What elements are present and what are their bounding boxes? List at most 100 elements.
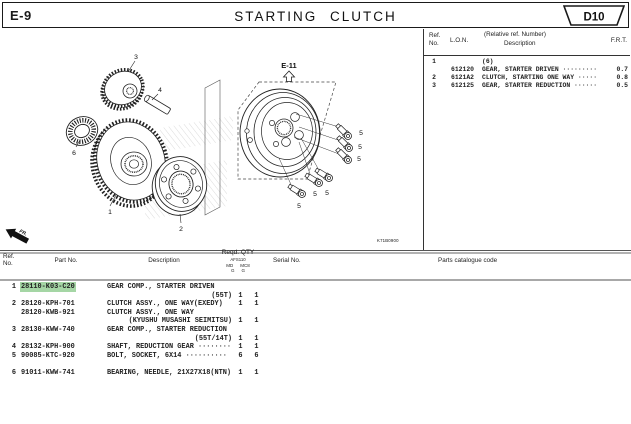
part-number[interactable]: 28110-K03-C20 <box>21 283 75 291</box>
qty-2: 1 <box>254 343 259 352</box>
col-ref2: No. <box>3 260 13 268</box>
part-number[interactable]: 28120-KWB-921 <box>21 308 75 317</box>
qty-2: 1 <box>254 317 259 326</box>
part-number[interactable]: 28130-KWW-740 <box>21 325 75 334</box>
frt-row: 1 (6) <box>432 58 494 65</box>
col-reqd-qty: Reqd. QTY AFS110 MD MC8 G G <box>215 249 261 273</box>
col-part-no: Part No. <box>54 257 78 264</box>
parts-row: 1 28110-K03-C20 GEAR COMP., STARTER DRIV… <box>2 283 264 292</box>
qty-2: 6 <box>254 351 259 360</box>
part-description: BOLT, SOCKET, 6X14 ·········· <box>107 351 227 360</box>
parts-row-spacer <box>2 360 264 369</box>
qty-1: 6 <box>238 351 243 360</box>
frt-col-ref: Ref. <box>429 32 441 39</box>
driven-gear-hub <box>120 151 148 177</box>
frt-reference-panel: Ref. No. L.O.N. (Relative ref. Number) D… <box>424 30 630 90</box>
part-description: GEAR COMP., STARTER DRIVEN <box>107 283 215 291</box>
qty-1: 1 <box>238 317 243 326</box>
part-number[interactable]: 28132-KPH-900 <box>21 343 75 352</box>
parts-row: 2 28120-KPH-701 CLUTCH ASSY., ONE WAY(EX… <box>2 300 264 309</box>
part-description: GEAR COMP., STARTER REDUCTION <box>107 325 227 334</box>
callout-5: 5 <box>297 203 301 210</box>
qty-type-2-sub: G <box>241 268 246 273</box>
qty-group-label: Reqd. QTY <box>221 249 255 256</box>
qty-2: 1 <box>254 334 259 343</box>
plate-code: D10 <box>583 12 604 24</box>
col-parts-catalogue-code: Parts catalogue code <box>438 257 498 264</box>
needle-bearing <box>65 116 99 146</box>
qty-1: 1 <box>238 368 243 377</box>
parts-row: 3 28130-KWW-740 GEAR COMP., STARTER REDU… <box>2 326 264 335</box>
section-code: E-9 <box>10 8 32 23</box>
parts-table-body: 1 28110-K03-C20 GEAR COMP., STARTER DRIV… <box>2 283 264 378</box>
qty-2: 1 <box>254 291 259 300</box>
plate-keystone-shape <box>562 5 626 26</box>
qty-1: 1 <box>238 291 243 300</box>
ref-no: 4 <box>11 343 16 352</box>
flywheel <box>239 88 321 178</box>
ref-no: 6 <box>11 368 16 377</box>
part-number[interactable]: 28120-KPH-701 <box>21 300 75 309</box>
part-description: SHAFT, REDUCTION GEAR ········ <box>107 343 232 352</box>
part-number[interactable]: 91011-KWW-741 <box>21 368 75 377</box>
parts-row: 5 90085-KTC-920 BOLT, SOCKET, 6X14 ·····… <box>2 352 264 361</box>
section-plane <box>204 79 221 216</box>
part-description-note: (KYUSHU MUSASHI SEIMITSU) <box>128 317 232 326</box>
callout-1: 1 <box>108 209 112 216</box>
qty-1 <box>232 283 249 292</box>
up-arrow-icon <box>282 70 296 82</box>
frt-row: 612120 GEAR, STARTER DRIVEN ········· 0.… <box>450 66 628 73</box>
dashed-reference-box <box>237 81 337 180</box>
frt-row: 2 6121A2 CLUTCH, STARTING ONE WAY ····· … <box>432 74 628 81</box>
col-description: Description <box>148 257 180 264</box>
table-header-rule <box>0 279 631 281</box>
frt-header-rule <box>424 55 630 56</box>
part-description: CLUTCH ASSY., ONE WAY <box>107 308 194 317</box>
plate-code-box[interactable]: D10 <box>562 5 626 32</box>
qty-1: 1 <box>238 300 243 309</box>
front-direction-arrow-icon: FR. <box>5 228 30 244</box>
table-top-rule <box>0 250 631 251</box>
part-description: BEARING, NEEDLE, 21X27X18(NTN) <box>107 368 232 377</box>
panel-divider <box>423 29 424 251</box>
part-description-note: (55T/14T) <box>194 334 232 343</box>
drawing-code: K71B0900 <box>377 238 399 243</box>
col-ref: Ref. <box>3 253 15 260</box>
callout-2: 2 <box>179 226 183 233</box>
callout-3: 3 <box>134 54 138 61</box>
bolt-axis-lines <box>278 113 342 190</box>
page-header: E-9 STARTING CLUTCH D10 <box>2 2 629 28</box>
page-title: STARTING CLUTCH <box>234 9 397 24</box>
ref-no: 1 <box>11 283 16 291</box>
qty-2: 1 <box>254 300 259 309</box>
frt-panel-header: Ref. No. L.O.N. (Relative ref. Number) D… <box>424 30 630 54</box>
parts-row: (55T) 1 1 <box>2 292 264 301</box>
callout-numbers: 3 4 6 1 2 5 5 5 5 5 5 <box>72 54 363 233</box>
part-number[interactable]: 90085-KTC-920 <box>21 351 75 360</box>
qty-model-label: AFS110 <box>230 257 246 262</box>
ref-no: 3 <box>11 325 16 334</box>
frt-col-frt: F.R.T. <box>610 37 627 44</box>
parts-row: 28120-KWB-921 CLUTCH ASSY., ONE WAY <box>2 309 264 318</box>
qty-2: 1 <box>254 368 259 377</box>
section-ref-e11[interactable]: E-11 <box>281 61 296 70</box>
callout-4: 4 <box>158 87 162 94</box>
frt-col-lon: L.O.N. <box>450 37 469 44</box>
qty-type-1-sub: G <box>230 268 235 273</box>
table-top-rule-shadow <box>0 252 631 254</box>
callout-6: 6 <box>72 150 76 157</box>
col-serial-no: Serial No. <box>273 257 301 264</box>
callout-5: 5 <box>359 130 363 137</box>
callout-5: 5 <box>313 191 317 198</box>
parts-row: (55T/14T) 1 1 <box>2 335 264 344</box>
part-description-note: (55T) <box>211 291 232 300</box>
callout-5: 5 <box>325 190 329 197</box>
part-description: CLUTCH ASSY., ONE WAY(EXEDY) <box>107 300 223 309</box>
callout-5: 5 <box>357 156 361 163</box>
front-direction-label: FR. <box>18 228 28 237</box>
reduction-gear-bore <box>125 86 134 95</box>
ref-no: 5 <box>11 351 16 360</box>
frt-col-ref2: No. <box>429 39 439 47</box>
frt-row: 3 612125 GEAR, STARTER REDUCTION ······ … <box>432 82 628 89</box>
